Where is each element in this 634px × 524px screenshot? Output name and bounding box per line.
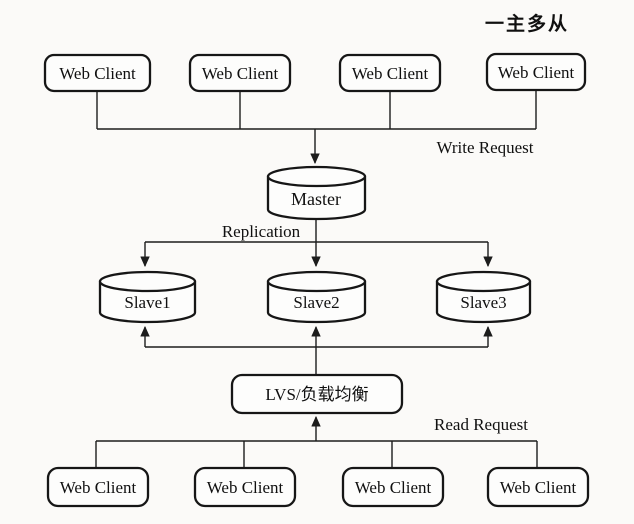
master-db-label: Master [291,189,341,209]
top-client-3-label: Web Client [352,64,429,83]
top-client-node-1: Web Client [43,53,152,93]
load-balancer-label: LVS/负载均衡 [265,385,368,404]
slave1-cylinder-top [98,270,197,293]
slave1-label: Slave1 [124,293,170,312]
slave3-db-node: Slave3 [435,270,532,324]
top-client-2-box [188,53,292,93]
write-request-label: Write Request [436,138,533,157]
bottom-client-node-3: Web Client [341,466,445,508]
bottom-client-3-box [341,466,445,508]
diagram-title: 一主多从 [485,12,569,35]
bottom-client-4-label: Web Client [500,478,577,497]
top-client-node-3: Web Client [338,53,442,93]
bottom-client-3-label: Web Client [355,478,432,497]
slave2-label: Slave2 [293,293,339,312]
replication-label: Replication [222,222,301,241]
read-request-label: Read Request [434,415,528,434]
bottom-client-1-label: Web Client [60,478,137,497]
top-client-node-2: Web Client [188,53,292,93]
top-client-2-label: Web Client [202,64,279,83]
bottom-client-4-box [486,466,590,508]
top-client-1-label: Web Client [59,64,136,83]
bottom-client-node-2: Web Client [193,466,297,508]
slave1-db-node: Slave1 [98,270,197,324]
load-balancer-box [230,373,404,415]
master-db-cylinder-top [266,165,367,188]
master-db-node: Master [266,165,367,221]
bottom-client-2-box [193,466,297,508]
connectors [95,90,538,468]
top-client-1-box [43,53,152,93]
bottom-client-node-1: Web Client [46,466,150,508]
slave3-cylinder-top [435,270,532,293]
slave2-cylinder-body [266,281,367,324]
bottom-client-node-4: Web Client [486,466,590,508]
top-client-4-label: Web Client [498,63,575,82]
top-client-4-box [485,52,587,92]
bottom-client-1-box [46,466,150,508]
slave1-cylinder-body [98,281,197,324]
top-client-3-box [338,53,442,93]
slave3-label: Slave3 [460,293,506,312]
master-db-cylinder-body [266,176,367,221]
slave2-db-node: Slave2 [266,270,367,324]
top-client-node-4: Web Client [485,52,587,92]
slave3-cylinder-body [435,281,532,324]
bottom-client-2-label: Web Client [207,478,284,497]
load-balancer-node: LVS/负载均衡 [230,373,404,415]
slave2-cylinder-top [266,270,367,293]
